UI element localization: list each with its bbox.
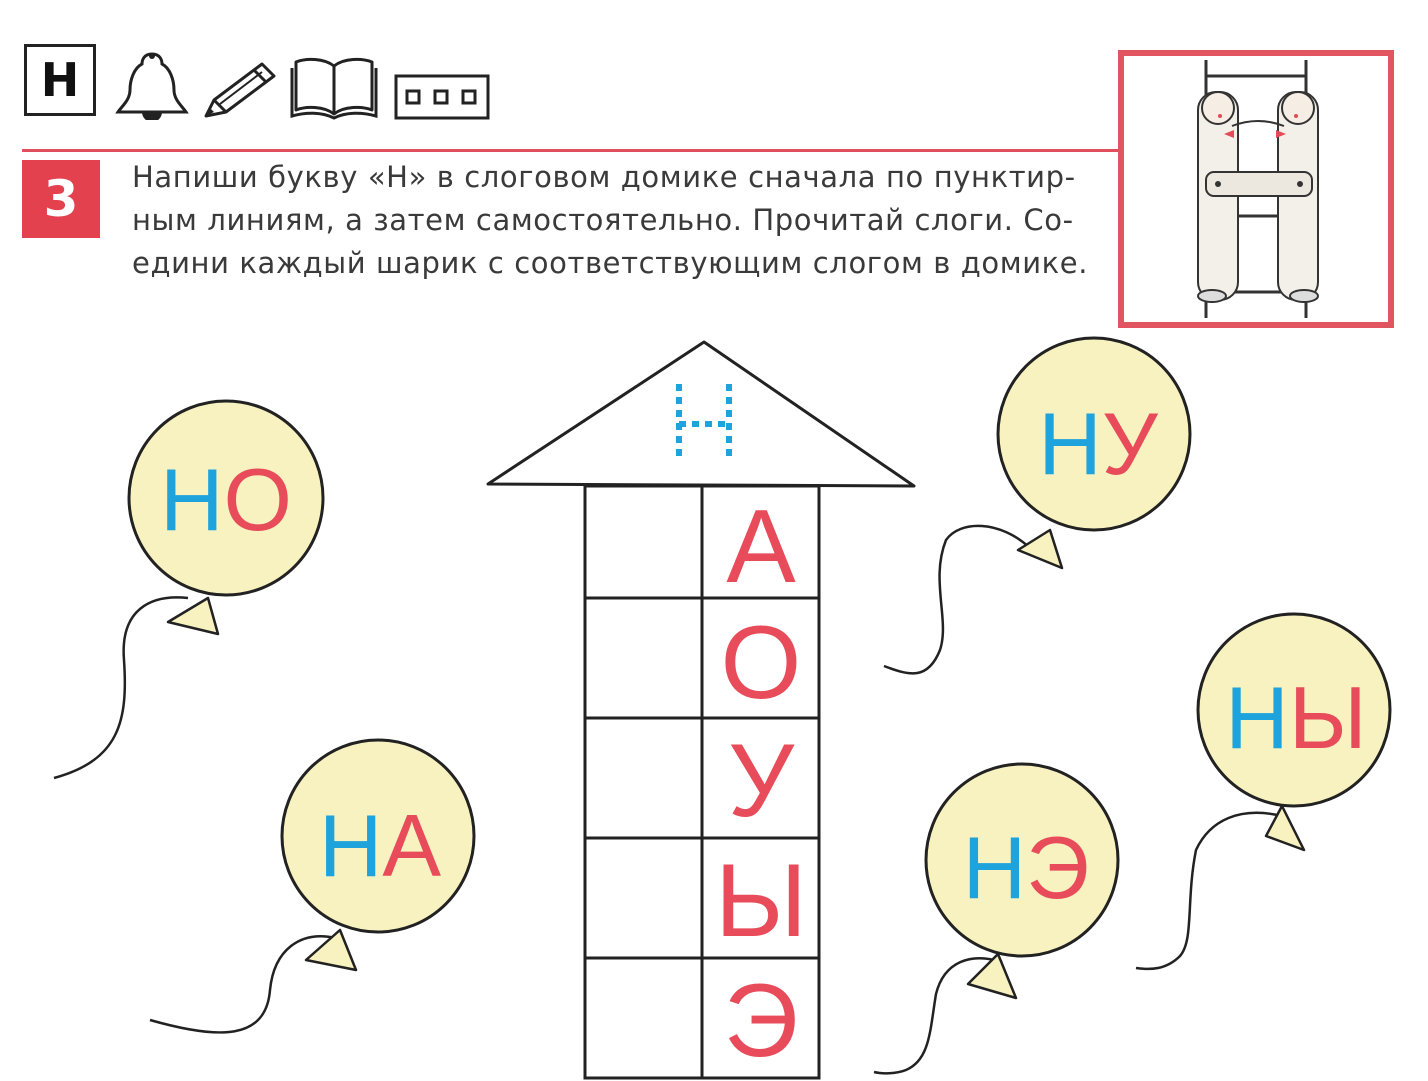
balloon-ne[interactable]: НЭ [924, 762, 1120, 958]
house-vowel: О [721, 605, 802, 721]
svg-text:НА: НА [319, 796, 442, 895]
letter-h-box: Н [24, 44, 96, 116]
balloon-consonant: Н [160, 450, 224, 549]
balloon-vowel: Ы [1289, 668, 1367, 767]
pencil-icon [204, 62, 276, 118]
write-cell[interactable] [588, 961, 700, 1076]
house-vowel: Э [724, 963, 799, 1079]
illustration-frame [1118, 50, 1394, 328]
house-vowel: У [728, 723, 795, 839]
task-instructions: Напиши букву «Н» в слоговом домике снача… [132, 156, 1087, 285]
svg-text:НЫ: НЫ [1225, 668, 1366, 767]
instruction-line: Напиши букву «Н» в слоговом домике снача… [132, 160, 1076, 194]
balloon-knots [166, 528, 1306, 1000]
svg-text:НЭ: НЭ [963, 818, 1090, 917]
dotted-letter-h [676, 384, 732, 462]
balloon-vowel: О [224, 450, 292, 549]
write-cell[interactable] [588, 721, 700, 836]
balloon-ny[interactable]: НЫ [1196, 612, 1392, 808]
book-icon [290, 57, 378, 120]
house-vowel: Ы [715, 843, 807, 959]
balloon-vowel: А [382, 796, 441, 895]
instruction-line: едини каждый шарик с соответствующим сло… [132, 246, 1089, 280]
balloon-consonant: Н [963, 818, 1027, 917]
house-roof [486, 340, 916, 488]
balloon-nu[interactable]: НУ [996, 336, 1192, 532]
header-divider [22, 149, 1120, 152]
balloon-consonant: Н [1038, 394, 1102, 493]
instruction-line: ным линиям, а затем самостоятельно. Проч… [132, 203, 1074, 237]
task-number-badge: 3 [22, 160, 100, 238]
balloon-strings [53, 524, 1283, 1075]
write-cell[interactable] [588, 601, 700, 716]
write-cell[interactable] [588, 489, 700, 596]
svg-text:НУ: НУ [1038, 394, 1159, 493]
house-vowel: А [726, 489, 796, 605]
clowns-letter-illustration [1197, 60, 1319, 318]
svg-text:НО: НО [160, 450, 292, 549]
three-boxes-icon [394, 74, 490, 120]
bell-icon [115, 52, 189, 120]
write-cell[interactable] [588, 841, 700, 956]
balloon-na[interactable]: НА [280, 738, 476, 934]
balloon-vowel: Э [1026, 818, 1089, 917]
balloon-vowel: У [1102, 394, 1159, 493]
balloon-no[interactable]: НО [127, 399, 325, 597]
balloon-consonant: Н [1225, 668, 1289, 767]
balloon-consonant: Н [319, 796, 383, 895]
